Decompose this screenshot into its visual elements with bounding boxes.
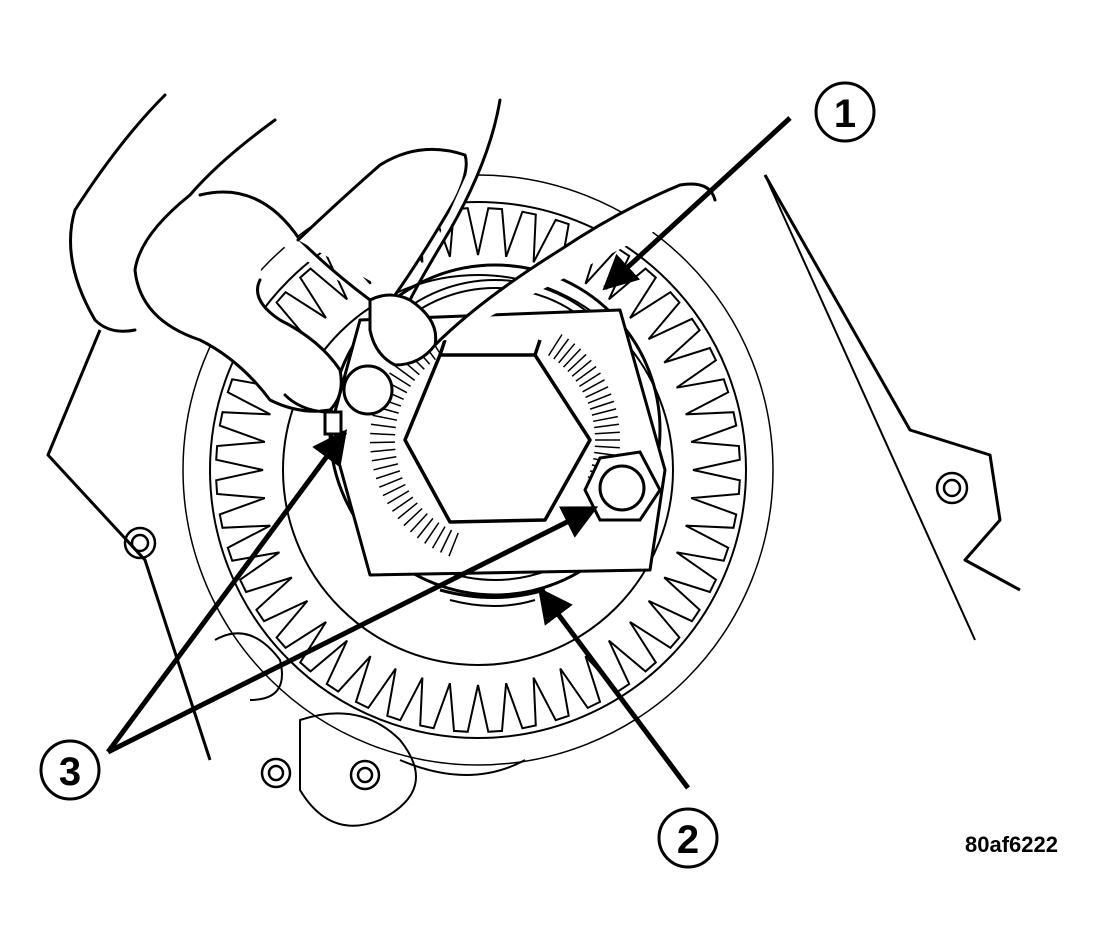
leader-line-3a bbox=[108, 429, 348, 752]
mounting-hole bbox=[358, 768, 372, 782]
callout-2-label: 2 bbox=[677, 818, 699, 862]
mounting-holes bbox=[125, 473, 967, 789]
mounting-hole bbox=[125, 528, 155, 558]
callout-1-label: 1 bbox=[834, 92, 856, 136]
leader-line-3b bbox=[108, 508, 599, 752]
mounting-hole bbox=[944, 480, 960, 496]
hex-drive bbox=[405, 340, 590, 522]
callout-3-label: 3 bbox=[59, 750, 81, 794]
mounting-hole bbox=[262, 759, 290, 787]
mounting-hole bbox=[269, 766, 283, 780]
callout-2: 2 bbox=[659, 809, 717, 867]
leader-line-2 bbox=[537, 587, 688, 788]
gear-teeth-profile bbox=[216, 208, 740, 732]
callout-3: 3 bbox=[41, 741, 99, 799]
figure-id-label: 80af6222 bbox=[965, 832, 1058, 857]
hand bbox=[71, 95, 716, 412]
retainer-bolt-right bbox=[585, 452, 660, 520]
leader-line-1 bbox=[602, 118, 790, 291]
ring-gear-teeth bbox=[216, 208, 740, 732]
mounting-hole bbox=[351, 761, 379, 789]
leader-lines bbox=[108, 118, 790, 788]
callout-1: 1 bbox=[816, 83, 874, 141]
mounting-hole bbox=[132, 535, 148, 551]
mounting-hole bbox=[937, 473, 967, 503]
